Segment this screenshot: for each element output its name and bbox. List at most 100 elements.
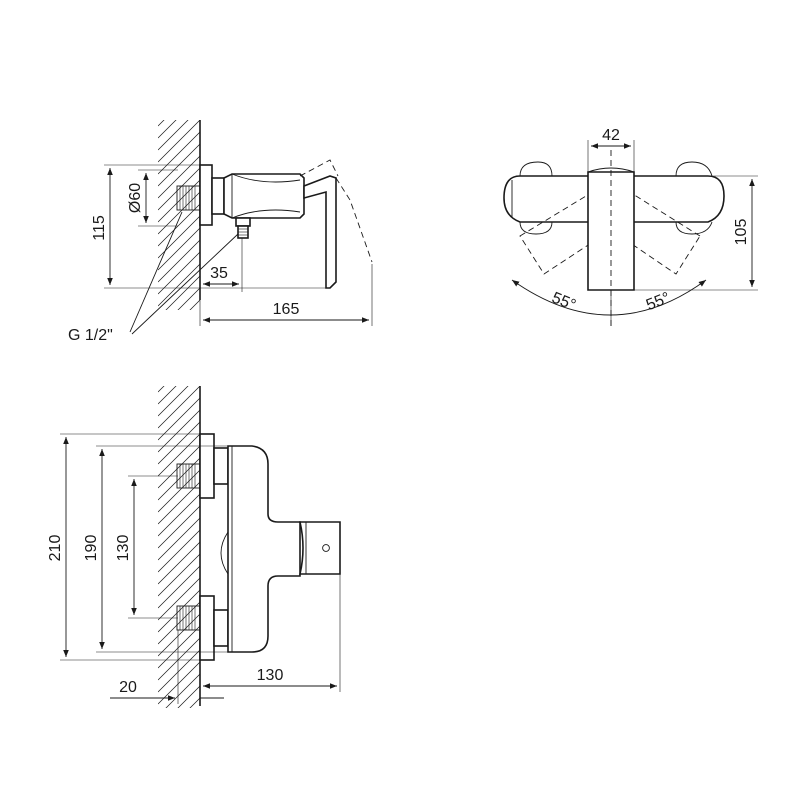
lever-swing-ghost	[335, 177, 373, 263]
mixer-body-front	[227, 445, 301, 653]
hatch-line	[158, 409, 200, 453]
hatch-line	[158, 263, 200, 307]
body-cap-right	[675, 161, 713, 177]
hatch-line	[158, 577, 200, 621]
threaded-inlet-upper	[176, 463, 201, 489]
hatch-line	[158, 469, 200, 513]
hatch-line	[165, 275, 200, 310]
hatch-line	[158, 131, 200, 175]
hatch-line	[158, 649, 200, 693]
dim-130-projection: 130	[257, 667, 284, 684]
hatch-line	[158, 637, 200, 681]
hatch-line	[158, 421, 200, 465]
hatch-line	[158, 326, 200, 368]
hatch-line	[158, 722, 200, 764]
hatch-line	[158, 625, 200, 669]
indicator-dot	[322, 544, 330, 552]
hatch-line	[158, 445, 200, 489]
top-view: 42 105 55° 55°	[503, 127, 758, 330]
hatch-line	[158, 120, 200, 163]
hatch-line	[158, 336, 200, 378]
front-view: 210 190 130 20 130	[47, 326, 341, 800]
hatch-line	[158, 215, 200, 259]
dim-130-spacing: 130	[115, 535, 132, 562]
hatch-line	[158, 312, 200, 354]
hatch-line	[158, 120, 189, 151]
outlet-nut	[235, 217, 251, 227]
lever-handle-side	[303, 175, 337, 289]
hatch-line	[158, 565, 200, 609]
hatch-line	[158, 386, 189, 417]
dim-105: 105	[733, 219, 750, 246]
dim-diameter-60: Ø60	[127, 183, 144, 213]
hatch-line	[158, 746, 200, 788]
hatch-line	[158, 386, 200, 429]
angle-right-55: 55°	[644, 289, 673, 314]
hatch-line	[158, 155, 200, 199]
hatch-line	[158, 324, 200, 366]
thread-label-g-half: G 1/2"	[68, 327, 113, 344]
hatch-line	[158, 601, 200, 645]
flange-lower	[199, 595, 215, 661]
hatch-line	[158, 360, 200, 402]
hatch-line	[158, 661, 200, 705]
dim-190: 190	[83, 535, 100, 562]
hatch-line	[158, 72, 200, 114]
hatch-line	[189, 299, 200, 310]
hatch-line	[158, 167, 200, 211]
dim-115: 115	[91, 215, 108, 241]
side-view: 115 Ø60 35 165 G 1/2"	[68, 60, 373, 402]
hatch-line	[158, 541, 200, 585]
dim-20: 20	[119, 679, 137, 696]
hatch-line	[158, 433, 200, 477]
hatch-line	[158, 710, 200, 752]
hatch-line	[158, 386, 165, 393]
hatch-line	[158, 251, 200, 295]
hatch-line	[158, 457, 200, 501]
hatch-line	[158, 191, 200, 235]
mixer-body-side	[223, 173, 305, 219]
body-bulge	[220, 531, 229, 575]
hatch-line	[177, 287, 200, 310]
nut-lower	[213, 609, 229, 647]
threaded-inlet-side	[176, 185, 201, 211]
nut-upper	[213, 447, 229, 485]
dim-165: 165	[273, 301, 300, 318]
hatch-line	[158, 505, 200, 549]
hatch-line	[158, 227, 200, 271]
hatch-line	[158, 613, 200, 657]
lever-rotation-ghost	[299, 159, 339, 177]
lever-ghost-right	[613, 195, 701, 275]
hatch-line	[158, 517, 200, 561]
nut-side	[211, 177, 225, 215]
dim-42: 42	[602, 127, 620, 144]
hatch-line	[158, 60, 200, 102]
flange-upper	[199, 433, 215, 499]
lever-handle-front	[298, 521, 341, 575]
wall-hatch-bottom	[158, 326, 200, 800]
dim-35: 35	[210, 265, 228, 282]
hatch-line	[189, 697, 200, 708]
body-contour-lower	[231, 209, 301, 219]
dim-210: 210	[47, 535, 64, 562]
hatch-line	[158, 493, 200, 537]
flange-side	[199, 164, 213, 226]
hatch-line	[158, 553, 200, 597]
body-contour	[231, 173, 301, 183]
hatch-line	[165, 673, 200, 708]
hatch-line	[158, 239, 200, 283]
hatch-line	[158, 386, 177, 405]
hatch-line	[158, 338, 200, 380]
hatch-line	[158, 589, 200, 633]
hatch-line	[158, 120, 165, 127]
hatch-line	[158, 203, 200, 247]
angle-arc	[511, 279, 707, 316]
hatch-line	[158, 348, 200, 390]
hatch-line	[158, 758, 200, 800]
hatch-line	[158, 481, 200, 525]
hatch-line	[158, 734, 200, 776]
hatch-line	[158, 120, 177, 139]
hatch-line	[158, 179, 200, 223]
body-cap-left	[519, 161, 553, 177]
